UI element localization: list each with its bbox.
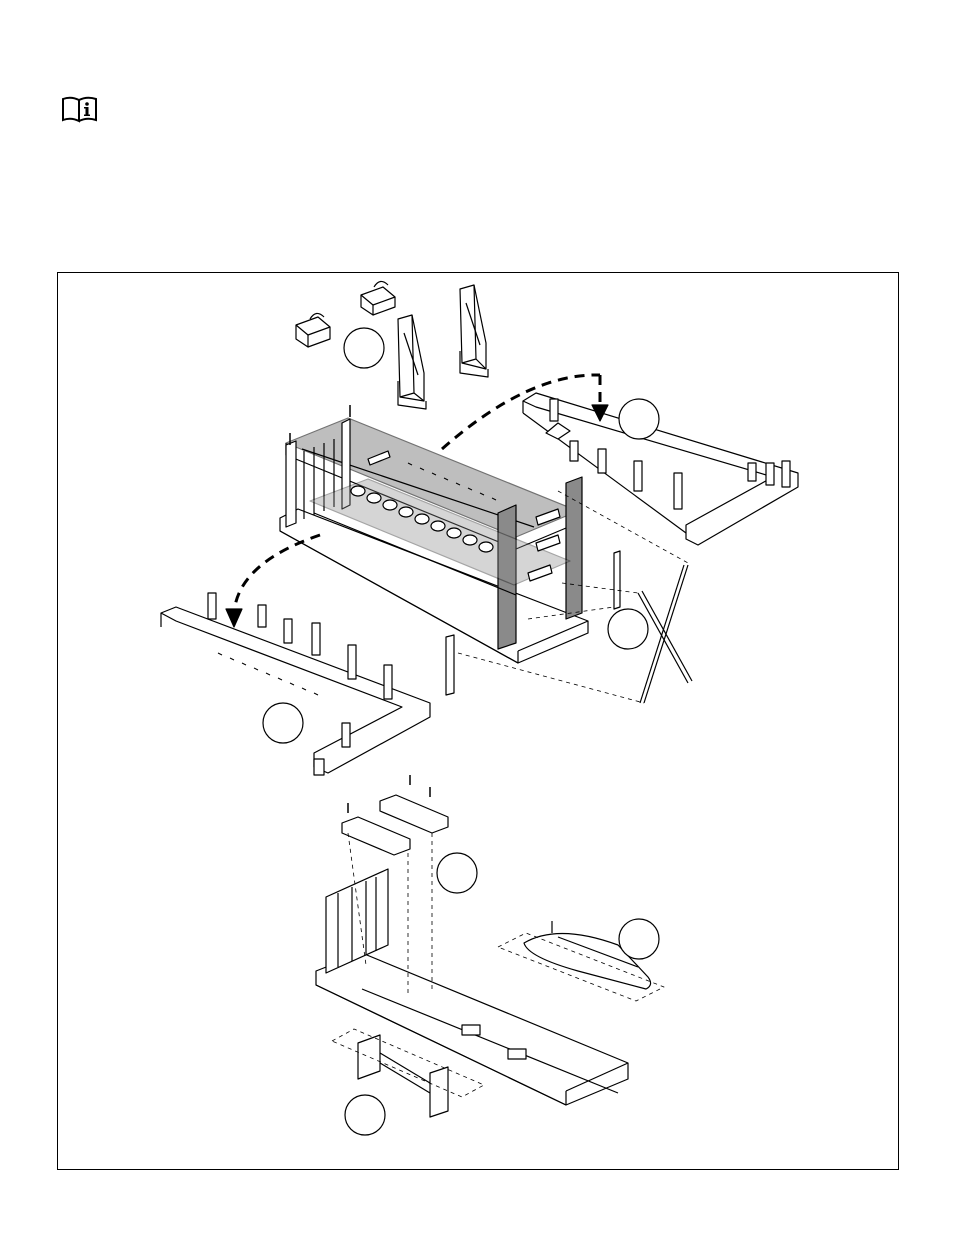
upright-bracket-a — [397, 314, 427, 410]
step-callout-1 — [343, 327, 385, 369]
main-rack-frame — [279, 405, 589, 664]
base-pallet — [315, 952, 629, 1106]
step-callout-7 — [344, 1094, 386, 1136]
front-bar-assembly — [497, 921, 665, 1002]
slatted-end-panel — [325, 868, 389, 974]
move-arrow-right — [441, 373, 601, 451]
step-callout-3 — [262, 702, 304, 744]
dumbbell-cradles — [341, 775, 449, 993]
assembly-diagram — [160, 280, 799, 1136]
step-callout-6 — [618, 918, 660, 960]
step-callout-5 — [436, 852, 478, 894]
right-end-frame — [522, 392, 799, 546]
move-arrow-left — [232, 533, 321, 614]
left-end-frame — [160, 592, 431, 776]
assembly-diagram-frame — [57, 272, 899, 1170]
side-bracket-assembly — [331, 1028, 485, 1118]
small-bracket-a — [295, 312, 331, 348]
step-callout-2 — [618, 398, 660, 440]
upright-bracket-b — [459, 284, 489, 378]
manual-info-icon — [61, 95, 98, 123]
step-callout-4 — [607, 608, 649, 650]
x-brace-kit — [445, 490, 693, 704]
small-bracket-b — [360, 280, 396, 316]
